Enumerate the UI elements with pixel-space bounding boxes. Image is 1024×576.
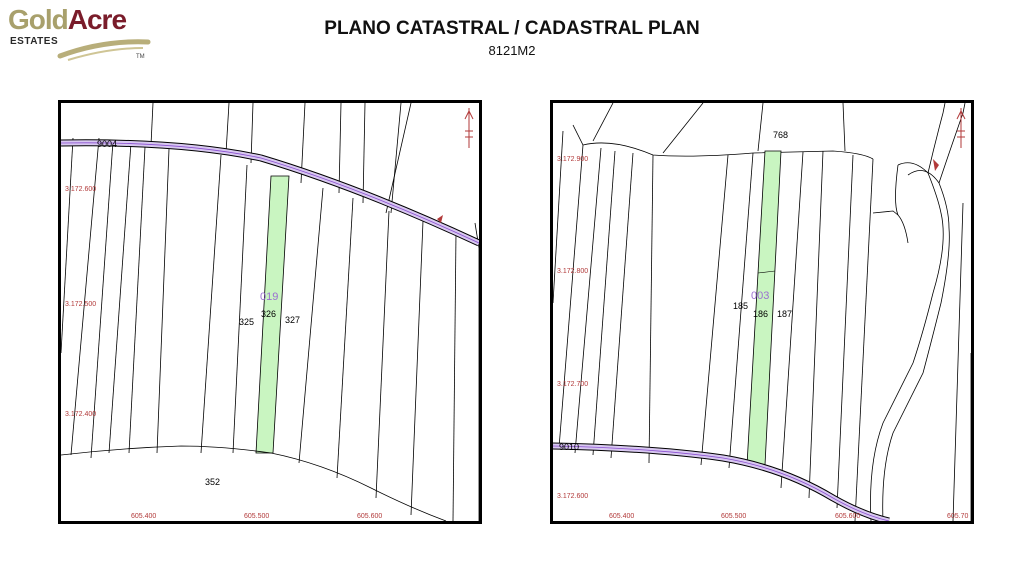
logo-trademark: TM	[136, 54, 145, 60]
parcel-number: 186	[753, 309, 768, 319]
parcel-boundaries	[61, 103, 479, 521]
x-coordinate: 605.500	[244, 513, 269, 520]
goldacre-logo: GoldAcre ESTATES TM	[8, 4, 158, 64]
x-coordinate: 605.400	[609, 513, 634, 520]
north-arrow-icon	[956, 108, 966, 148]
parcel-ref-label: 003	[751, 290, 769, 302]
y-coordinate: 3.172.800	[557, 268, 588, 275]
parcel-ref-label: 019	[260, 291, 278, 303]
parcel-number: 326	[261, 309, 276, 319]
north-arrow-icon	[464, 108, 474, 148]
logo-swoosh-icon	[57, 39, 151, 61]
parcel-number: 185	[733, 301, 748, 311]
y-coordinate: 3.172.400	[65, 411, 96, 418]
y-coordinate: 3.172.500	[65, 301, 96, 308]
x-coordinate: 605.400	[131, 513, 156, 520]
page-title: PLANO CATASTRAL / CADASTRAL PLAN	[324, 18, 700, 39]
parcel-number: 187	[777, 309, 792, 319]
road-label: 9010	[559, 442, 579, 452]
area-subtitle: 8121M2	[488, 43, 536, 58]
parcel-number: 325	[239, 317, 254, 327]
logo-word-gold: Gold	[8, 4, 69, 35]
parcel-boundaries	[553, 103, 971, 521]
x-coordinate: 605.600	[357, 513, 382, 520]
parcel-number: 768	[773, 130, 788, 140]
x-coordinate: 605.70	[947, 513, 969, 520]
highlighted-parcel	[746, 150, 782, 466]
y-coordinate: 3.172.900	[557, 156, 588, 163]
y-coordinate: 3.172.600	[557, 493, 588, 500]
parcel-number: 327	[285, 315, 300, 325]
road-label: 9004	[97, 139, 117, 149]
x-coordinate: 605.500	[721, 513, 746, 520]
y-coordinate: 3.172.600	[65, 186, 96, 193]
cadastral-map-right: 768 9010 003 185 186 187 3.172.900 3.172…	[550, 100, 974, 524]
y-coordinate: 3.172.700	[557, 381, 588, 388]
logo-word-acre: Acre	[67, 4, 127, 35]
x-coordinate: 605.600	[835, 513, 860, 520]
logo-word-estates: ESTATES	[10, 36, 59, 47]
logo-wordmark: GoldAcre	[8, 4, 127, 36]
parcel-number: 352	[205, 477, 220, 487]
cadastral-map-left: 9004 019 325 326 327 352 3.172.600 3.172…	[58, 100, 482, 524]
